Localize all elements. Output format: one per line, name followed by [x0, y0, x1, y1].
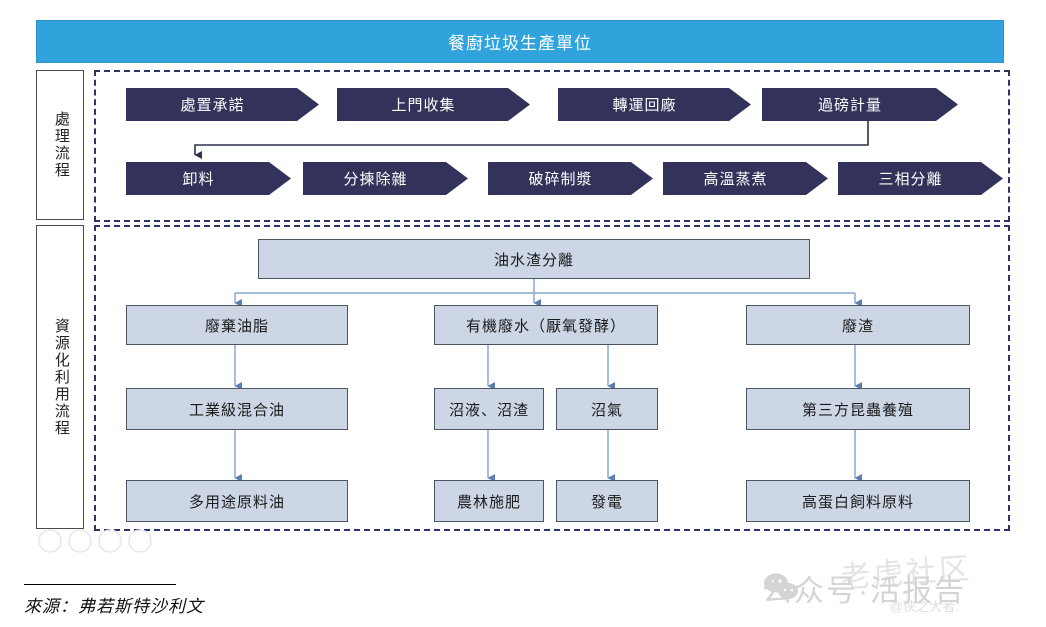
source-note: 來源：弗若斯特沙利文	[24, 597, 204, 616]
header-title-text: 餐廚垃圾生產單位	[448, 34, 592, 53]
process-step-label: 轉運回廠	[612, 98, 677, 114]
resource-node-power-generation[interactable]: 發電	[556, 480, 658, 522]
process-step-door-collection[interactable]: 上門收集	[337, 88, 530, 121]
process-step-label: 破碎制漿	[528, 172, 593, 188]
resource-node-label: 油水渣分離	[493, 252, 574, 269]
resource-node-industrial-blended-oil[interactable]: 工業級混合油	[126, 388, 348, 430]
resource-node-label: 農林施肥	[456, 494, 521, 511]
section-label-resource-text: 資源化利用流程	[52, 317, 69, 437]
decorative-circles	[38, 529, 152, 553]
process-step-unloading[interactable]: 卸料	[126, 162, 291, 195]
process-step-label: 上門收集	[391, 98, 456, 114]
resource-node-waste-oil[interactable]: 廢棄油脂	[126, 305, 348, 345]
resource-node-oil-water-residue-separation[interactable]: 油水渣分離	[258, 239, 810, 279]
resource-node-multipurpose-feedstock-oil[interactable]: 多用途原料油	[126, 480, 348, 522]
watermark-handle: @侠之大者.	[890, 599, 959, 614]
resource-node-label: 發電	[590, 494, 623, 511]
resource-section-frame	[94, 225, 1010, 531]
process-section-frame	[94, 70, 1010, 222]
process-step-label: 卸料	[182, 172, 215, 188]
resource-node-third-party-insect-farming[interactable]: 第三方昆蟲養殖	[746, 388, 970, 430]
resource-node-label: 沼氣	[590, 402, 623, 419]
process-step-label: 過磅計量	[817, 98, 882, 114]
section-label-resource: 資源化利用流程	[36, 225, 84, 529]
process-step-sorting[interactable]: 分揀除雜	[303, 162, 468, 195]
resource-node-biogas[interactable]: 沼氣	[556, 388, 658, 430]
resource-node-label: 廢棄油脂	[204, 318, 269, 335]
process-step-disposal-commitment[interactable]: 處置承諾	[126, 88, 319, 121]
resource-node-residue[interactable]: 廢渣	[746, 305, 970, 345]
process-step-three-phase-separation[interactable]: 三相分離	[838, 162, 1003, 195]
resource-node-label: 沼液、沼渣	[448, 402, 529, 419]
resource-node-organic-wastewater[interactable]: 有機廢水（厭氧發酵）	[434, 305, 658, 345]
watermark-ghost-text: 老虎社区	[839, 552, 974, 595]
section-label-process: 處理流程	[36, 70, 84, 220]
source-rule	[24, 584, 176, 585]
section-label-process-text: 處理流程	[52, 111, 69, 179]
process-step-label: 分揀除雜	[343, 172, 408, 188]
resource-node-label: 多用途原料油	[188, 494, 285, 511]
process-step-label: 高溫蒸煮	[703, 172, 768, 188]
process-step-high-temp-steaming[interactable]: 高溫蒸煮	[663, 162, 828, 195]
process-step-label: 處置承諾	[180, 98, 245, 114]
resource-node-biogas-slurry-residue[interactable]: 沼液、沼渣	[434, 388, 544, 430]
resource-node-label: 第三方昆蟲養殖	[801, 402, 914, 419]
resource-node-agroforestry-fertilizer[interactable]: 農林施肥	[434, 480, 544, 522]
resource-node-label: 工業級混合油	[188, 402, 285, 419]
process-step-crushing-pulping[interactable]: 破碎制漿	[488, 162, 653, 195]
process-step-transfer-to-plant[interactable]: 轉運回廠	[558, 88, 751, 121]
page-title: 餐廚垃圾生產單位	[36, 20, 1004, 63]
resource-node-label: 高蛋白飼料原料	[801, 494, 914, 511]
process-step-label: 三相分離	[878, 172, 943, 188]
resource-node-label: 有機廢水（厭氧發酵）	[465, 318, 626, 335]
resource-node-high-protein-feed-material[interactable]: 高蛋白飼料原料	[746, 480, 970, 522]
resource-node-label: 廢渣	[841, 318, 874, 335]
process-step-weighing[interactable]: 過磅計量	[762, 88, 958, 121]
wechat-icon	[764, 573, 798, 599]
watermark-main-text: 公众号·活报告	[762, 575, 966, 608]
